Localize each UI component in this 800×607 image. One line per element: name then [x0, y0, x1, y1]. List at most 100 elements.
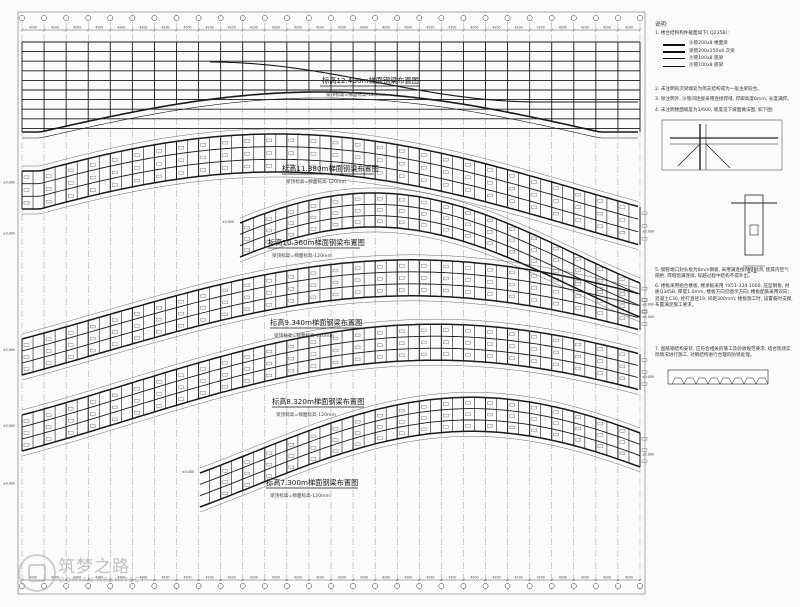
member-tag — [465, 188, 471, 192]
member-tag — [90, 412, 96, 416]
grid-bubble — [195, 583, 202, 589]
band-slab-edge — [22, 128, 639, 202]
member-tag — [332, 336, 339, 341]
dimension-text: 4200 — [537, 576, 545, 580]
member-tag — [156, 318, 162, 322]
member-tag — [575, 257, 581, 261]
member-tag — [487, 413, 493, 417]
member-tag — [332, 292, 339, 297]
plan-title-9340: 标高9.340m梯面钢梁布置图 — [270, 318, 363, 327]
member-tag — [575, 193, 581, 197]
grid-bubble — [173, 583, 180, 589]
plan-title-10360: 标高10.360m梯面钢梁布置图 — [268, 238, 365, 247]
member-tag — [222, 469, 228, 473]
dimension-tick — [197, 578, 200, 582]
dimension-text: 4200 — [603, 26, 611, 30]
member-tag — [487, 342, 493, 346]
member-tag — [156, 380, 162, 384]
note-3: 3. 除注明外, 沙管间连接采用连接焊缝, 焊脚高度6mm, 长度满焊。 — [655, 97, 792, 103]
member-tag — [465, 222, 471, 226]
member-tag — [90, 163, 96, 167]
deck-rib — [683, 377, 697, 385]
member-tag — [443, 414, 449, 418]
grid-bubble — [129, 583, 136, 589]
member-tag — [421, 352, 427, 356]
dimension-text: 4200 — [183, 576, 191, 580]
member-tag — [332, 166, 339, 170]
member-tag — [597, 421, 604, 426]
note-5: 5. 钢管端口封头板为6mm钢板, 采用满连接焊缝封闭, 使其内空气隔绝, 焊缝… — [655, 267, 789, 280]
dimension-text: 4200 — [228, 26, 236, 30]
member-tag — [553, 290, 559, 294]
member-tag — [597, 311, 604, 315]
grid-bubble — [107, 15, 114, 21]
member-tag — [266, 217, 272, 221]
deck-rib — [731, 377, 745, 385]
member-tag — [597, 287, 604, 291]
dimension-tick — [484, 28, 487, 32]
member-tag — [399, 174, 405, 178]
member-tag — [310, 457, 317, 461]
dimension-text: 4200 — [250, 26, 258, 30]
member-tag — [443, 402, 449, 406]
plan-subtitle-9340: 梁顶标高=梯面标高-120mm — [274, 334, 334, 339]
member-tag — [134, 399, 140, 403]
member-tag — [45, 337, 52, 341]
member-tag — [310, 283, 317, 287]
member-tag — [332, 360, 339, 365]
member-tag — [619, 205, 626, 209]
member-tag — [354, 168, 361, 172]
plan-subtitle-11380: 梁顶标高=梯面标高-120mm — [286, 180, 346, 185]
member-tag — [553, 421, 559, 425]
member-tag — [354, 220, 361, 224]
member-tag — [288, 233, 295, 237]
member-tag — [399, 264, 405, 268]
member-tag — [421, 288, 427, 292]
member-tag — [178, 300, 184, 304]
member-tag — [597, 267, 604, 271]
dimension-text: 4200 — [448, 576, 456, 580]
dimension-text: 4200 — [360, 26, 368, 30]
plan-title-11380: 标高11.380m梯面钢梁布置图 — [282, 164, 379, 173]
band-beam-longitudinal — [199, 396, 641, 474]
member-tag — [178, 385, 184, 389]
dimension-tick — [395, 28, 399, 32]
member-tag — [421, 212, 427, 216]
grid-bubble — [85, 583, 92, 589]
dimension-text: 4200 — [161, 26, 169, 30]
member-tag — [619, 292, 626, 296]
member-tag — [112, 330, 118, 334]
member-tag — [134, 312, 140, 316]
member-tag — [619, 376, 626, 380]
member-tag — [244, 307, 250, 311]
dimension-tick — [373, 28, 377, 32]
roof-edge-beam — [22, 91, 638, 133]
member-tag — [399, 341, 405, 345]
member-tag — [376, 158, 383, 162]
member-tag — [619, 277, 626, 281]
member-tag — [332, 449, 339, 453]
member-tag — [332, 438, 339, 442]
member-tag — [641, 448, 648, 452]
grid-bubble — [41, 15, 47, 21]
dimension-tick — [329, 28, 333, 32]
band-beam-longitudinal — [21, 335, 639, 428]
member-tag — [641, 370, 648, 374]
dimension-tick — [528, 28, 532, 32]
dimension-text: 4200 — [338, 26, 346, 30]
member-tag — [266, 291, 272, 295]
member-tag — [134, 387, 140, 391]
member-tag — [112, 405, 118, 409]
dimension-tick — [417, 578, 421, 582]
member-tag — [376, 436, 383, 440]
member-tag — [399, 431, 405, 435]
member-tag — [487, 401, 493, 405]
member-tag — [509, 425, 515, 430]
dimension-text: 4200 — [581, 26, 589, 30]
member-tag — [443, 183, 449, 187]
grid-bubble — [107, 583, 114, 589]
member-tag — [67, 407, 74, 411]
plan-subtitle-8320: 梁顶标高=梯面标高-120mm — [276, 413, 336, 418]
member-tag — [531, 205, 537, 209]
member-tag — [23, 431, 30, 435]
